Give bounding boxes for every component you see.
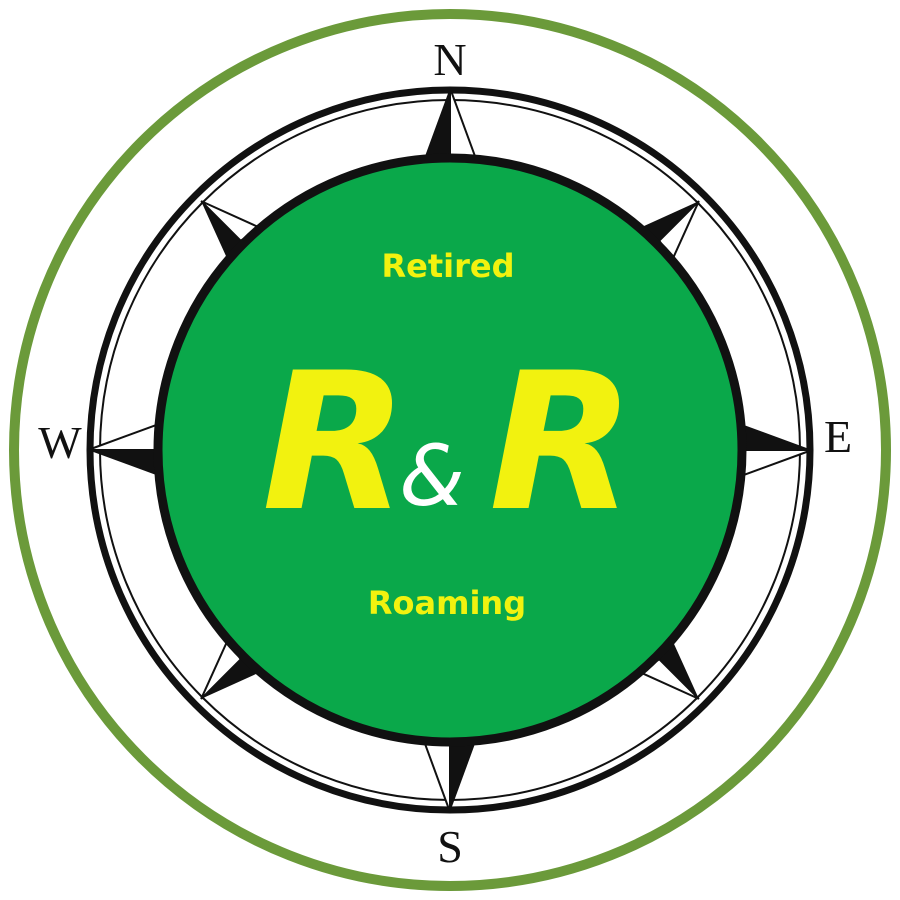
ampersand: &: [399, 427, 465, 525]
compass-point-southwest-dark-half: [201, 659, 261, 699]
north-label: N: [433, 34, 466, 85]
center-green-disc: [153, 153, 747, 747]
east-label: E: [824, 411, 852, 462]
initial-left-r: R: [262, 332, 408, 553]
compass-point-southeast-dark-half: [659, 639, 699, 699]
compass-point-northwest-dark-half: [201, 201, 241, 261]
south-label: S: [437, 821, 463, 872]
west-label: W: [38, 417, 82, 468]
compass-point-west-dark-half: [88, 450, 164, 478]
compass-point-east-dark-half: [736, 422, 812, 450]
retired-word: Retired: [382, 247, 515, 285]
initial-right-r: R: [489, 332, 635, 553]
compass-point-south-dark-half: [450, 736, 478, 812]
compass-point-northeast-dark-half: [639, 201, 699, 241]
outer-green-ring: [9, 9, 891, 891]
compass-point-north-dark-half: [422, 88, 450, 164]
roaming-word: Roaming: [368, 584, 526, 622]
